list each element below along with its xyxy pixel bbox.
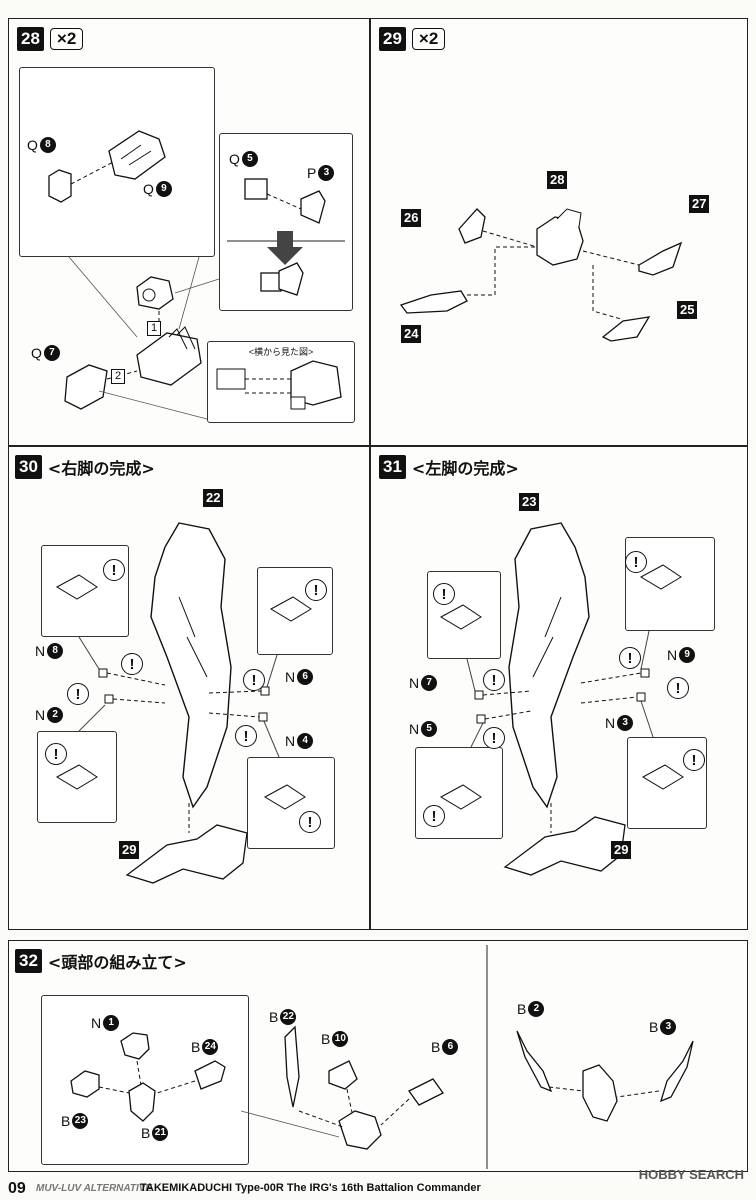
caution-icon: ! <box>243 669 265 691</box>
tag-23: 23 <box>519 493 540 511</box>
tag-28: 28 <box>547 171 568 189</box>
caution-icon: ! <box>423 805 445 827</box>
step-number: 31 <box>379 455 406 479</box>
tag-22: 22 <box>203 489 224 507</box>
caution-icon: ! <box>299 811 321 833</box>
caution-icon: ! <box>483 669 505 691</box>
caution-icon: ! <box>235 725 257 747</box>
tag-27: 27 <box>689 195 710 213</box>
step-number: 28 <box>17 27 44 51</box>
step-number: 29 <box>379 27 406 51</box>
caution-icon: ! <box>305 579 327 601</box>
page-number: 09 <box>8 1180 26 1197</box>
tag-25: 25 <box>677 301 698 319</box>
step-title: <右脚の完成> <box>47 459 155 478</box>
step-30-header: 30 <右脚の完成> <box>15 455 155 479</box>
tag-29: 29 <box>611 841 632 859</box>
step-number: 30 <box>15 455 42 479</box>
series-logo: MUV-LUV ALTERNATIVE <box>36 1183 153 1194</box>
caution-icon: ! <box>433 583 455 605</box>
step-30-drawing <box>55 522 312 884</box>
step-32-drawing <box>70 945 694 1169</box>
caution-icon: ! <box>483 727 505 749</box>
caution-icon: ! <box>67 683 89 705</box>
step-31-header: 31 <左脚の完成> <box>379 455 519 479</box>
step-28-header: 28 ×2 <box>17 27 84 51</box>
caution-icon: ! <box>683 749 705 771</box>
step-32-header: 32 <頭部の組み立て> <box>15 949 187 973</box>
step-29-panel: 29 ×2 28 27 26 25 24 <box>370 18 748 446</box>
caution-icon: ! <box>619 647 641 669</box>
order-2: 2 <box>111 369 125 384</box>
watermark: HOBBY SEARCH <box>638 1167 744 1182</box>
step-title: <頭部の組み立て> <box>47 953 187 972</box>
step-28-drawing <box>48 130 345 420</box>
page-footer: 09 MUV-LUV ALTERNATIVE TAKEMIKADUCHI Typ… <box>0 1167 756 1200</box>
caution-icon: ! <box>121 653 143 675</box>
part-q8 <box>48 169 72 203</box>
tag-26: 26 <box>401 209 422 227</box>
caution-icon: ! <box>667 677 689 699</box>
side-view-caption: <横から見た図> <box>248 347 314 357</box>
caution-icon: ! <box>625 551 647 573</box>
step-number: 32 <box>15 949 42 973</box>
step-29-header: 29 ×2 <box>379 27 446 51</box>
quantity-multiplier: ×2 <box>49 28 84 50</box>
step-29-drawing <box>399 208 683 342</box>
step-title: <左脚の完成> <box>411 459 519 478</box>
step-31-drawing <box>439 522 684 876</box>
caution-icon: ! <box>103 559 125 581</box>
caution-icon: ! <box>45 743 67 765</box>
tag-24: 24 <box>401 325 422 343</box>
tag-29: 29 <box>119 841 140 859</box>
part-q9 <box>108 130 166 180</box>
kit-title: TAKEMIKADUCHI Type-00R The IRG's 16th Ba… <box>140 1182 481 1194</box>
quantity-multiplier: ×2 <box>411 28 446 50</box>
order-1: 1 <box>147 321 161 336</box>
